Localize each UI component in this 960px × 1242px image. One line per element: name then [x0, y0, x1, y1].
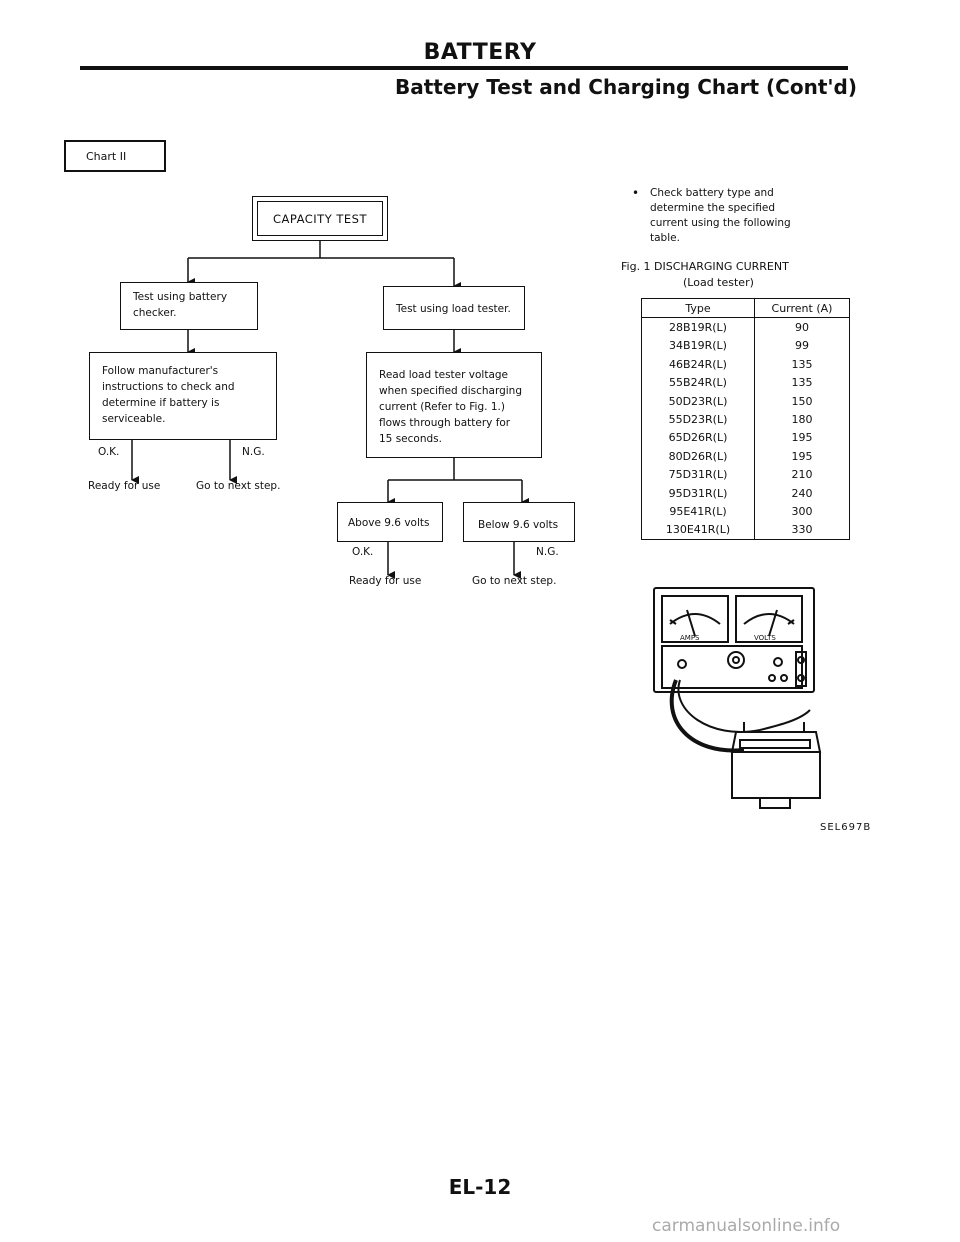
left-go-next-step: Go to next step. [196, 480, 281, 492]
load-tester-box: Test using load tester. [383, 286, 525, 330]
battery-checker-line-1: Test using battery [133, 291, 228, 303]
right-ready-for-use: Ready for use [349, 575, 422, 587]
read-load-box: Read load tester voltage when specified … [366, 352, 542, 458]
battery-checker-box: Test using battery checker. [120, 282, 258, 330]
below-volts-box: Below 9.6 volts [463, 502, 575, 542]
follow-manufacturer-box: Follow manufacturer's instructions to ch… [89, 352, 277, 440]
chart-label-text: Chart II [86, 149, 127, 163]
right-ng-label: N.G. [536, 546, 559, 558]
figure-caption-sub: (Load tester) [683, 276, 754, 289]
figure-code: SEL697B [820, 822, 872, 833]
left-ready-for-use: Ready for use [88, 480, 161, 492]
right-go-next-step: Go to next step. [472, 575, 557, 587]
table-cell-current: 150 [754, 391, 850, 411]
below-volts-label: Below 9.6 volts [478, 519, 559, 531]
table-cell-type: 75D31R(L) [641, 465, 755, 484]
table-cell-current: 90 [754, 317, 850, 337]
read-load-line-4: flows through battery for [379, 417, 511, 429]
header-rule [80, 66, 848, 70]
load-tester-illustration: AMPS VOLTS [653, 587, 822, 809]
note-line-2: determine the specified [650, 202, 776, 214]
figure-caption: Fig. 1 DISCHARGING CURRENT [621, 260, 789, 273]
note-text: Check battery type and determine the spe… [650, 186, 850, 246]
follow-line-1: Follow manufacturer's [102, 365, 219, 377]
table-cell-current: 300 [754, 502, 850, 521]
table-cell-type: 80D26R(L) [641, 447, 755, 466]
note-line-1: Check battery type and [650, 187, 774, 199]
right-ok-label: O.K. [352, 546, 374, 558]
table-header-current: Current (A) [754, 297, 850, 319]
table-cell-type: 55B24R(L) [641, 373, 755, 392]
read-load-line-1: Read load tester voltage [379, 369, 509, 381]
table-cell-type: 28B19R(L) [641, 317, 755, 337]
table-cell-current: 330 [754, 520, 850, 541]
page-subtitle: Battery Test and Charging Chart (Cont'd) [395, 75, 857, 99]
capacity-test-label: CAPACITY TEST [257, 201, 383, 236]
table-cell-type: 46B24R(L) [641, 355, 755, 374]
table-row: 95D31R(L)240 [641, 483, 850, 503]
battery-checker-line-2: checker. [133, 307, 177, 319]
follow-line-3: determine if battery is [102, 397, 220, 409]
left-ng-label: N.G. [242, 446, 265, 458]
table-row: 75D31R(L)210 [641, 465, 850, 484]
table-cell-current: 210 [754, 465, 850, 484]
read-load-line-5: 15 seconds. [379, 433, 442, 445]
table-header-row: Type Current (A) [641, 297, 850, 319]
discharging-current-table: Type Current (A) 28B19R(L)90 34B19R(L)99… [641, 297, 850, 541]
table-row: 95E41R(L)300 [641, 502, 850, 521]
page-title: BATTERY [423, 40, 537, 65]
follow-line-2: instructions to check and [102, 381, 235, 393]
left-ok-label: O.K. [98, 446, 120, 458]
note-line-4: table. [650, 232, 680, 244]
table-row: 80D26R(L)195 [641, 447, 850, 466]
table-cell-type: 34B19R(L) [641, 336, 755, 356]
table-row: 28B19R(L)90 [641, 317, 850, 337]
table-cell-current: 180 [754, 410, 850, 429]
above-volts-label: Above 9.6 volts [348, 517, 430, 529]
table-cell-type: 65D26R(L) [641, 428, 755, 448]
load-tester-label: Test using load tester. [396, 303, 511, 315]
meter-left-label: AMPS [680, 634, 700, 642]
table-cell-current: 99 [754, 336, 850, 356]
follow-line-4: serviceable. [102, 413, 166, 425]
table-row: 55D23R(L)180 [641, 410, 850, 429]
table-cell-type: 50D23R(L) [641, 391, 755, 411]
watermark: carmanualsonline.info [652, 1216, 841, 1236]
table-cell-type: 95D31R(L) [641, 483, 755, 503]
note-line-3: current using the following [650, 217, 791, 229]
note-bullet: • [632, 186, 640, 200]
table-cell-type: 95E41R(L) [641, 502, 755, 521]
table-row: 50D23R(L)150 [641, 391, 850, 411]
table-cell-current: 135 [754, 355, 850, 374]
table-row: 55B24R(L)135 [641, 373, 850, 392]
table-row: 46B24R(L)135 [641, 355, 850, 374]
table-row: 130E41R(L)330 [641, 520, 850, 541]
chart-label: Chart II [64, 140, 166, 172]
read-load-line-2: when specified discharging [379, 385, 523, 397]
page-number: EL-12 [448, 1175, 512, 1199]
table-cell-type: 130E41R(L) [641, 520, 755, 541]
capacity-test-box: CAPACITY TEST [252, 196, 388, 241]
table-cell-current: 240 [754, 483, 850, 503]
table-cell-current: 135 [754, 373, 850, 392]
read-load-line-3: current (Refer to Fig. 1.) [379, 401, 505, 413]
table-cell-type: 55D23R(L) [641, 410, 755, 429]
table-row: 34B19R(L)99 [641, 336, 850, 356]
table-row: 65D26R(L)195 [641, 428, 850, 448]
above-volts-box: Above 9.6 volts [337, 502, 443, 542]
table-cell-current: 195 [754, 428, 850, 448]
meter-right-label: VOLTS [754, 634, 776, 642]
table-header-type: Type [641, 297, 755, 319]
table-cell-current: 195 [754, 447, 850, 466]
